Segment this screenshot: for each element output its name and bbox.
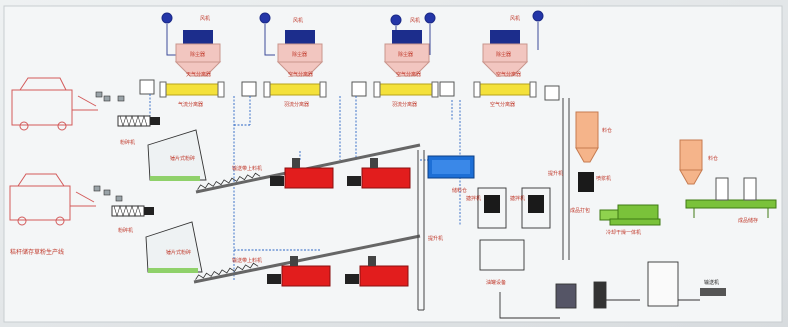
separator-2: [267, 83, 323, 96]
conveyor-label: 输送带上料机: [232, 165, 262, 172]
separator-label: 羽流分离器: [284, 101, 309, 108]
blower-icon: [544, 85, 560, 101]
green-cooler: [599, 204, 661, 226]
hoppers: [145, 129, 207, 273]
dust-collector-1: 除尘器: [174, 30, 222, 77]
dust-collector-label: 除尘器: [190, 51, 205, 58]
blower-icon: [351, 81, 367, 97]
dust-collector-2: 除尘器: [276, 30, 324, 77]
mixer-1: [484, 195, 500, 213]
truck-top: [11, 77, 98, 131]
bale-icon: [95, 91, 103, 98]
fan-icon: [390, 14, 402, 26]
hopper-base-bottom: [148, 268, 198, 273]
fan-icon: [532, 10, 544, 22]
red-crusher-3: [267, 256, 331, 287]
transport-label: 输送机: [704, 279, 719, 286]
fan-icon: [424, 12, 436, 24]
crusher-label: 粉碎机: [118, 227, 133, 234]
cooler-label: 冷却干燥一体机: [606, 229, 641, 236]
hopper-label: 锤片式粉碎: [170, 155, 195, 162]
fans: [161, 10, 544, 26]
separator-1: [163, 83, 221, 96]
hopper-base-top: [150, 176, 200, 181]
dust-collector-4: 除尘器: [481, 30, 529, 77]
hopper-top: [147, 129, 207, 181]
dust-collector-label: 除尘器: [292, 51, 307, 58]
fan-label: 风机: [510, 15, 520, 22]
elevator-2: [562, 98, 570, 260]
diagram-title: 秸秆储存草粉生产线: [10, 248, 64, 256]
crusher-label: 粉碎机: [120, 139, 135, 146]
red-crusher-4: [345, 256, 409, 287]
oil-tank: [555, 283, 577, 309]
oil-tank-equipment: [479, 239, 700, 319]
red-crusher-1: [270, 158, 334, 189]
silo-1: [575, 111, 599, 163]
mixers: [484, 195, 544, 213]
fan-icon: [161, 12, 173, 24]
blower-icon: [439, 81, 455, 97]
separator-label: 空气分离器: [490, 101, 515, 108]
dust-collector-3: 除尘器: [383, 30, 431, 77]
mixer-label: 搪拌机: [466, 195, 481, 202]
hopper-bottom: [145, 221, 203, 273]
mixer-label: 搪拌机: [510, 195, 525, 202]
conveyor-label: 输送带上料机: [232, 257, 262, 264]
fan-label: 风机: [410, 17, 420, 24]
hopper-label: 锤片式粉碎: [166, 249, 191, 256]
bale-icon: [93, 185, 101, 192]
feeder-label: 喷浆机: [596, 175, 611, 182]
silo-label: 料仓: [602, 127, 612, 134]
bale-icon: [103, 189, 111, 196]
shredders: [111, 114, 160, 218]
oil-tank-label: 油罐设备: [486, 279, 506, 286]
fan-label: 风机: [293, 17, 303, 24]
silo-label: 料仓: [708, 155, 718, 162]
separator-3: [377, 83, 435, 96]
bale-icon: [115, 195, 123, 202]
trucks: [9, 77, 98, 226]
mixer-2: [528, 195, 544, 213]
yellow-separators: [159, 81, 537, 98]
storage-bin-label: 储料仓: [452, 187, 467, 194]
dust-collector-label: 除尘器: [398, 51, 413, 58]
separator-label: 空气分离器: [496, 71, 521, 78]
elevator-label: 提升机: [428, 235, 443, 242]
dust-collectors: 除尘器 除尘器 除尘器 除尘器: [174, 30, 529, 77]
pellet-machine-1: [578, 172, 594, 192]
separator-label: 气流分离器: [178, 101, 203, 108]
mixer-outlines: [477, 187, 551, 229]
blower-units: [139, 79, 560, 101]
elevator-label: 提升机: [548, 170, 563, 177]
separator-label: 天气分离器: [186, 71, 211, 78]
red-crusher-2: [347, 158, 411, 189]
blower-icon: [139, 79, 155, 95]
separator-label: 空气分离器: [288, 71, 313, 78]
transport-unit: [700, 288, 726, 296]
bucket-elevator: [417, 150, 425, 311]
finished-conveyor: [685, 177, 777, 218]
red-crushers: [267, 158, 411, 287]
blower-icon: [241, 81, 257, 97]
fan-icon: [259, 12, 271, 24]
oil-tank-outline: [479, 239, 525, 271]
truck-bottom: [9, 173, 96, 226]
bale-icon: [117, 95, 125, 102]
fan-label: 风机: [200, 15, 210, 22]
pellet-label: 成品打包: [570, 207, 590, 214]
silos: [575, 111, 703, 185]
bale-icon: [103, 95, 111, 102]
separator-label: 空气分离器: [396, 71, 421, 78]
finished-label: 成品储存: [738, 217, 758, 224]
silo-2: [679, 139, 703, 185]
separator-label: 羽流分离器: [392, 101, 417, 108]
dust-collector-label: 除尘器: [496, 51, 511, 58]
bale-icons: [93, 91, 125, 202]
separator-4: [477, 83, 533, 96]
